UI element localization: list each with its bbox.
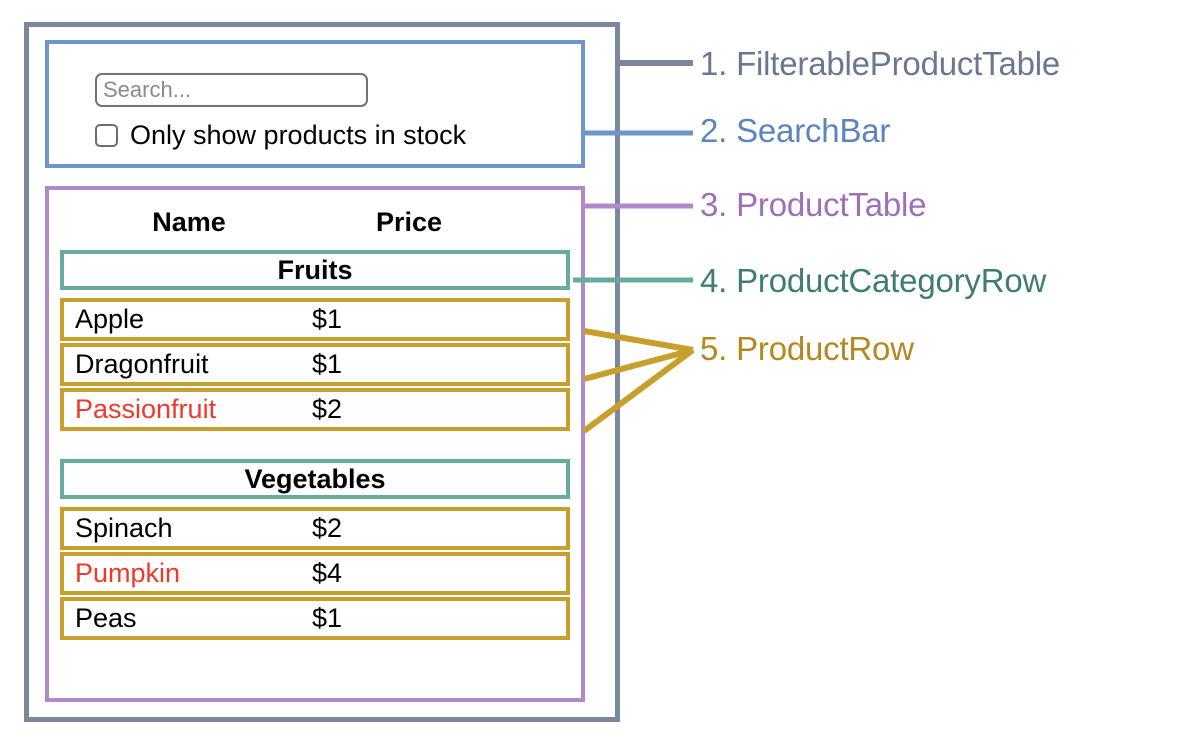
- leader-line-5b: [583, 347, 694, 382]
- product-price: $4: [312, 558, 343, 588]
- product-name: Peas: [75, 603, 137, 633]
- annotation-label-4: 4. ProductCategoryRow: [700, 262, 1047, 299]
- product-category-row: Fruits: [60, 250, 570, 290]
- in-stock-checkbox-label: Only show products in stock: [130, 120, 467, 150]
- product-price: $2: [312, 394, 343, 424]
- search-bar-box: Only show products in stock: [45, 40, 585, 168]
- product-price: $1: [312, 349, 343, 379]
- column-header-price: Price: [375, 206, 443, 237]
- product-name: Dragonfruit: [75, 349, 209, 379]
- product-price: $2: [312, 513, 343, 543]
- product-row: Passionfruit $2: [60, 388, 570, 431]
- product-price: $1: [312, 304, 343, 334]
- product-name: Pumpkin: [75, 558, 181, 588]
- product-price: $1: [312, 603, 343, 633]
- product-row: Peas $1: [60, 597, 570, 640]
- product-table-box: Name Price Fruits Apple $1 Dragonfruit $…: [45, 186, 585, 702]
- leader-line-5c: [582, 347, 695, 434]
- column-header-name: Name: [152, 206, 226, 237]
- product-row: Dragonfruit $1: [60, 343, 570, 386]
- product-name: Apple: [75, 304, 145, 334]
- product-row: Spinach $2: [60, 507, 570, 550]
- annotation-label-1: 1. FilterableProductTable: [700, 45, 1061, 82]
- in-stock-checkbox[interactable]: [95, 123, 118, 147]
- product-table-header: Name Price: [49, 202, 581, 242]
- search-input[interactable]: [95, 73, 368, 107]
- product-table-rows: Fruits Apple $1 Dragonfruit $1 Passionfr…: [60, 250, 570, 640]
- product-row: Pumpkin $4: [60, 552, 570, 595]
- annotation-label-2: 2. SearchBar: [700, 112, 891, 149]
- product-row: Apple $1: [60, 298, 570, 341]
- leader-line-5a: [583, 328, 694, 353]
- annotation-label-3: 3. ProductTable: [700, 186, 927, 223]
- product-name: Passionfruit: [75, 394, 217, 424]
- product-name: Spinach: [75, 513, 173, 543]
- product-category-row: Vegetables: [60, 459, 570, 499]
- in-stock-filter-row[interactable]: Only show products in stock: [95, 120, 466, 150]
- annotation-label-5: 5. ProductRow: [700, 330, 914, 367]
